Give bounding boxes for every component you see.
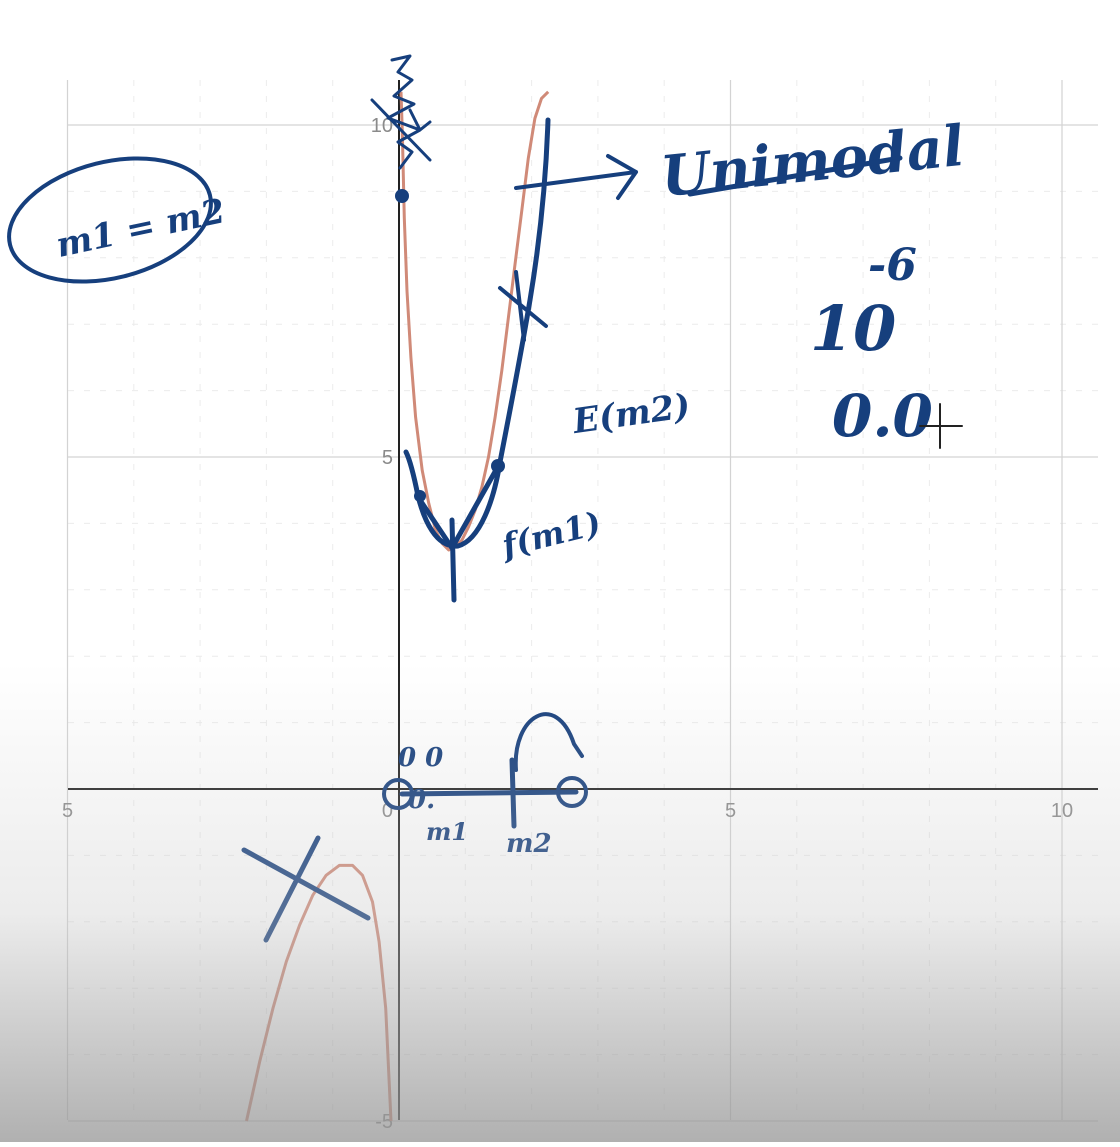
note-zero-pair: 0 0: [398, 743, 443, 773]
note-power: 10: [810, 292, 896, 365]
x-tick-label: 5: [62, 800, 73, 822]
y-tick-label: 5: [382, 447, 393, 469]
dot-marker-top: [395, 189, 409, 203]
dot-marker-left: [414, 490, 426, 502]
x-tick-label: 10: [1051, 800, 1073, 822]
note-m1: m1: [426, 817, 468, 846]
note-m2: m2: [506, 829, 552, 859]
plot-curve-2: [245, 863, 393, 1122]
x-tick-label: 5: [725, 800, 736, 822]
axes: [68, 80, 1098, 1120]
note-E: E(m2): [570, 386, 693, 442]
handwritten-annotations: m1 = m2 Unimodal E(m2) f(m1) 10 -6 0.0: [7, 54, 967, 943]
dot-marker-right: [491, 459, 505, 473]
bottom-mark: [417, 467, 499, 603]
note-unimodal: Unimodal: [658, 113, 967, 210]
note-exponent: -6: [868, 240, 917, 291]
note-zero: 0.: [408, 785, 435, 815]
hand-drawn-curve: [403, 117, 551, 549]
note-decimal: 0.0: [832, 382, 933, 450]
cross-mark-left: [241, 835, 371, 943]
note-f: f(m1): [496, 504, 604, 566]
scribble-top: [370, 54, 432, 170]
grid-lines: [66, 80, 1098, 1122]
curves: [245, 90, 550, 1122]
note-m1-eq-m2: m1 = m2: [53, 191, 229, 266]
tick-m2: [509, 757, 517, 829]
